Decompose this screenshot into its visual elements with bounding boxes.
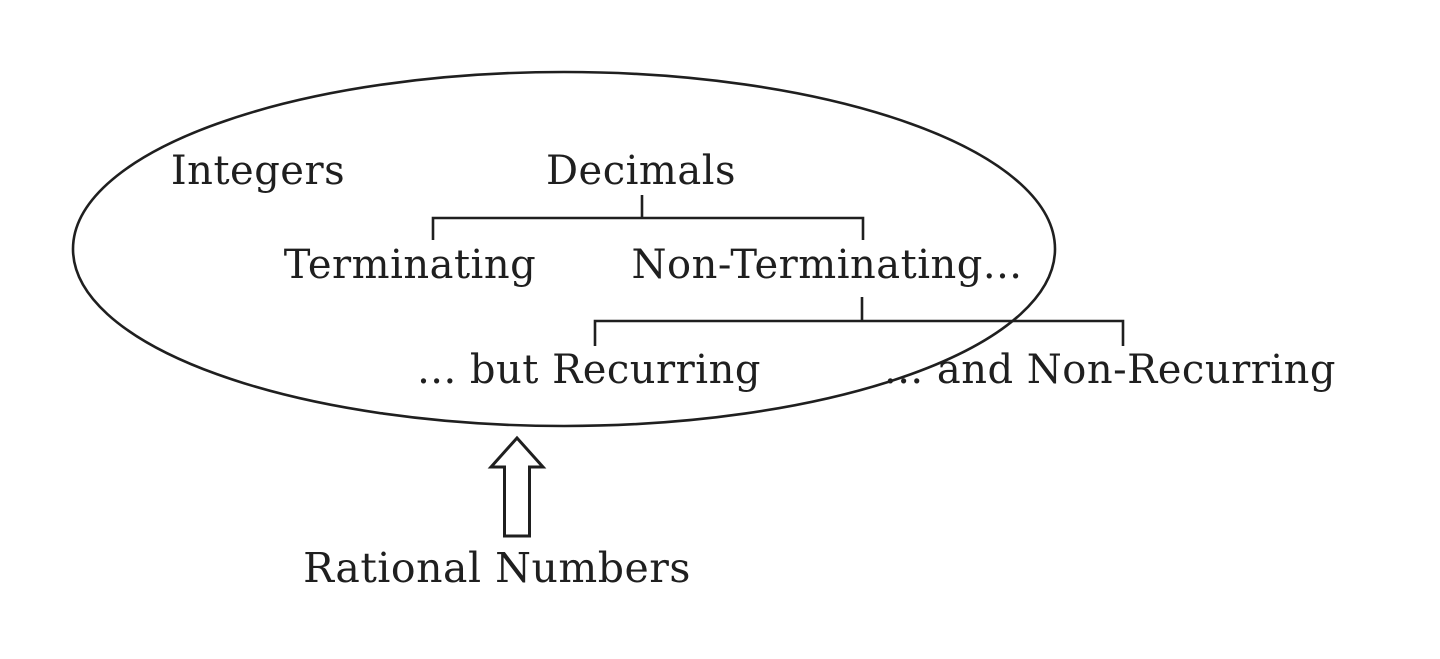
label-integers: Integers <box>170 148 346 194</box>
label-but-recurring: ... but Recurring <box>417 347 761 393</box>
decimals-branch-connector <box>431 195 865 240</box>
label-rational-numbers: Rational Numbers <box>303 544 691 592</box>
up-arrow-icon <box>487 435 547 538</box>
label-decimals: Decimals <box>545 148 737 194</box>
label-non-terminating: Non-Terminating... <box>631 242 1023 288</box>
label-terminating: Terminating <box>283 242 537 288</box>
rational-numbers-ellipse <box>71 70 1057 428</box>
non-terminating-branch-connector <box>593 297 1125 346</box>
label-and-non-recurring: ... and Non-Recurring <box>883 347 1337 393</box>
